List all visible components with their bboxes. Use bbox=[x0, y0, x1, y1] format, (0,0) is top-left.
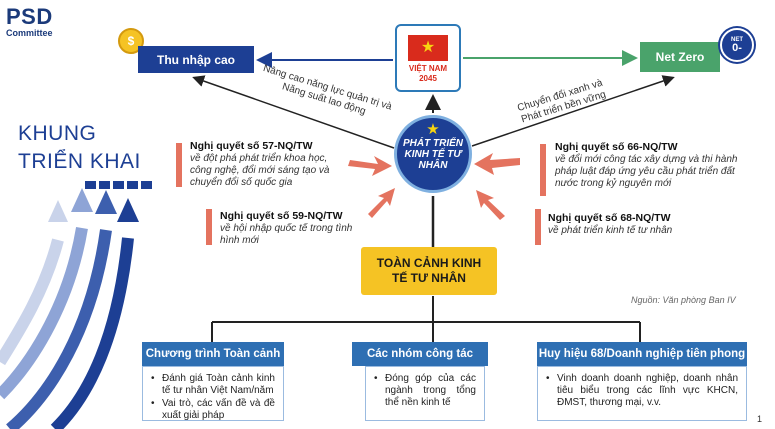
framework-line-2: TRIỂN KHAI bbox=[18, 150, 141, 173]
star-icon: ★ bbox=[426, 121, 440, 138]
resolution-57-title: Nghị quyết số 57-NQ/TW bbox=[190, 140, 313, 152]
overview-label: TOÀN CẢNH KINH TẾ TƯ NHÂN bbox=[376, 256, 482, 285]
arrow-center-to-right-goal bbox=[471, 75, 675, 147]
resolution-57-desc: về đột phá phát triển khoa học, công ngh… bbox=[190, 153, 330, 188]
vietnam-flag-icon: ★ bbox=[408, 35, 448, 61]
arrow-nq59 bbox=[368, 188, 395, 218]
goal-high-income: Thu nhập cao bbox=[138, 46, 254, 73]
program-2-header: Các nhóm công tác bbox=[352, 342, 488, 366]
program-1-item-2: Vai trò, các vấn đề và đề xuất giải pháp bbox=[151, 398, 275, 422]
arrow-nq68 bbox=[476, 190, 505, 220]
program-2-body: Đóng góp của các ngành trong tổng thể nề… bbox=[365, 366, 485, 421]
arrow-nq57 bbox=[348, 156, 392, 176]
resolution-66-desc: về đổi mới công tác xây dựng và thi hành… bbox=[555, 154, 738, 189]
coin-stack-icon: $ bbox=[118, 28, 144, 54]
program-2-item-1: Đóng góp của các ngành trong tổng thể nề… bbox=[374, 373, 476, 409]
program-3-header: Huy hiệu 68/Doanh nghiệp tiên phong bbox=[537, 342, 747, 366]
vietnam-year: 2045 bbox=[419, 74, 437, 83]
hub-label: PHÁT TRIỂN KINH TẾ TƯ NHÂN bbox=[403, 138, 463, 171]
program-1-item-1: Đánh giá Toàn cảnh kinh tế tư nhân Việt … bbox=[151, 373, 275, 397]
nq66-accent-bar bbox=[540, 144, 546, 196]
goal-net-zero: Net Zero bbox=[640, 42, 720, 72]
resolution-59-desc: về hội nhập quốc tế trong tình hình mới bbox=[220, 223, 353, 246]
resolution-66: Nghị quyết số 66-NQ/TW về đổi mới công t… bbox=[555, 141, 755, 190]
vietnam-label: VIỆT NAM bbox=[408, 64, 448, 73]
resolution-57: Nghị quyết số 57-NQ/TW về đột phá phát t… bbox=[190, 140, 350, 189]
program-1-body: Đánh giá Toàn cảnh kinh tế tư nhân Việt … bbox=[142, 366, 284, 421]
net-zero-icon-top: NET bbox=[731, 37, 743, 43]
resolution-59-title: Nghị quyết số 59-NQ/TW bbox=[220, 210, 343, 222]
framework-line-1: KHUNG bbox=[18, 122, 97, 145]
resolution-59: Nghị quyết số 59-NQ/TW về hội nhập quốc … bbox=[220, 210, 360, 247]
logo-subtitle: Committee bbox=[6, 28, 53, 38]
nq68-accent-bar bbox=[535, 209, 541, 245]
logo-title: PSD bbox=[6, 4, 53, 29]
net-zero-icon: NET 0- bbox=[720, 28, 754, 62]
arrow-center-to-left-goal bbox=[192, 75, 395, 149]
framework-heading: KHUNG TRIỂN KHAI bbox=[18, 120, 141, 176]
program-1-header: Chương trình Toàn cảnh bbox=[142, 342, 284, 366]
resolution-68: Nghị quyết số 68-NQ/TW về phát triển kin… bbox=[548, 212, 728, 237]
source-note: Nguồn: Văn phòng Ban IV bbox=[631, 295, 736, 305]
framework-dots bbox=[85, 181, 152, 189]
private-economy-hub: ★ PHÁT TRIỂN KINH TẾ TƯ NHÂN bbox=[394, 115, 472, 193]
psd-logo: PSD Committee bbox=[6, 6, 53, 38]
nq59-accent-bar bbox=[206, 209, 212, 245]
overview-box: TOÀN CẢNH KINH TẾ TƯ NHÂN bbox=[361, 247, 497, 295]
net-zero-icon-bottom: 0- bbox=[732, 42, 742, 54]
nq57-accent-bar bbox=[176, 143, 182, 187]
vietnam-2045-card: ★ VIỆT NAM 2045 bbox=[395, 24, 461, 92]
rising-arrows-decoration bbox=[0, 188, 139, 429]
resolution-66-title: Nghị quyết số 66-NQ/TW bbox=[555, 141, 678, 153]
resolution-68-title: Nghị quyết số 68-NQ/TW bbox=[548, 212, 671, 224]
resolution-68-desc: về phát triển kinh tế tư nhân bbox=[548, 225, 673, 236]
program-3-body: Vinh doanh doanh nghiệp, doanh nhân tiêu… bbox=[537, 366, 747, 421]
arrow-nq66 bbox=[474, 153, 520, 175]
page-number: 1 bbox=[757, 414, 763, 424]
program-3-item-1: Vinh doanh doanh nghiệp, doanh nhân tiêu… bbox=[546, 373, 738, 409]
